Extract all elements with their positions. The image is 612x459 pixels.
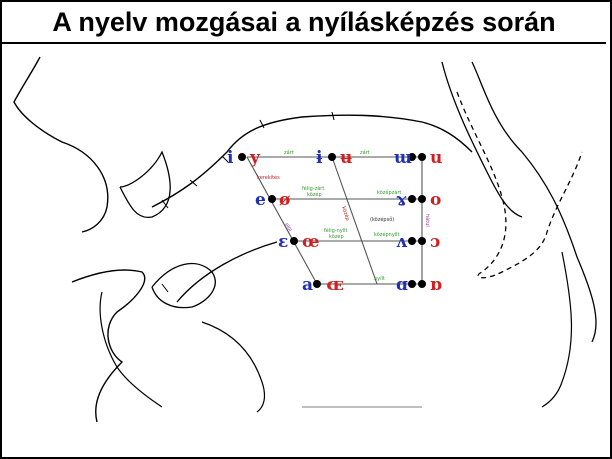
label-close-2: zárt	[360, 149, 370, 156]
diagram-title: A nyelv mozgásai a nyílásképzés során	[2, 2, 606, 44]
label-central: (középső)	[370, 216, 394, 223]
vowel-dots	[238, 153, 426, 288]
vowel-rot-alpha: ɒ	[430, 275, 442, 295]
vowel-alpha: ɑ	[396, 275, 408, 295]
tongue-lower-outline	[202, 322, 264, 412]
throat-outline	[542, 252, 571, 407]
jaw-outline	[100, 292, 162, 407]
vowel-w: ɯ	[394, 148, 412, 168]
lower-lip-outline	[72, 270, 145, 422]
label-open: nyílt	[374, 275, 385, 282]
label-close: zárt	[284, 149, 294, 156]
label-back: hátul	[424, 214, 431, 227]
vowel-oe: œ	[302, 232, 319, 252]
vowel-u: u	[430, 148, 442, 168]
vowel-o-slash: ø	[279, 190, 290, 210]
palate-ticks	[162, 112, 334, 292]
tongue-back-dashed	[457, 92, 582, 278]
lower-teeth-outline	[152, 264, 215, 308]
tongue-body-outline	[177, 242, 277, 302]
label-open-mid-b: közép	[329, 233, 344, 240]
vowel-i-bar: ɨ	[316, 148, 323, 168]
label-open-mid-right: középnyílt	[374, 231, 400, 238]
pharynx-outline	[472, 62, 596, 342]
vowel-y: y	[249, 148, 261, 168]
vowel-OE: ɶ	[326, 275, 344, 295]
vowel-u-bar: ʉ	[340, 148, 352, 168]
label-close-mid-right: középzárt	[377, 189, 401, 196]
vowel-a: a	[302, 275, 313, 295]
vowel-open-o: ɔ	[430, 232, 440, 252]
label-open-mid-a: félig-nyílt	[324, 227, 347, 234]
upper-teeth-outline	[120, 152, 170, 217]
vowel-epsilon: ɛ	[278, 232, 288, 252]
vowel-i: i	[227, 148, 234, 168]
label-red-tag: kerekítés	[257, 174, 280, 181]
upper-lip-outline	[14, 57, 108, 232]
label-close-mid-a: félig-zárt	[302, 185, 324, 192]
vowel-o: o	[430, 190, 441, 210]
vowel-e: e	[255, 190, 266, 210]
label-close-mid-b: közép	[307, 191, 322, 198]
